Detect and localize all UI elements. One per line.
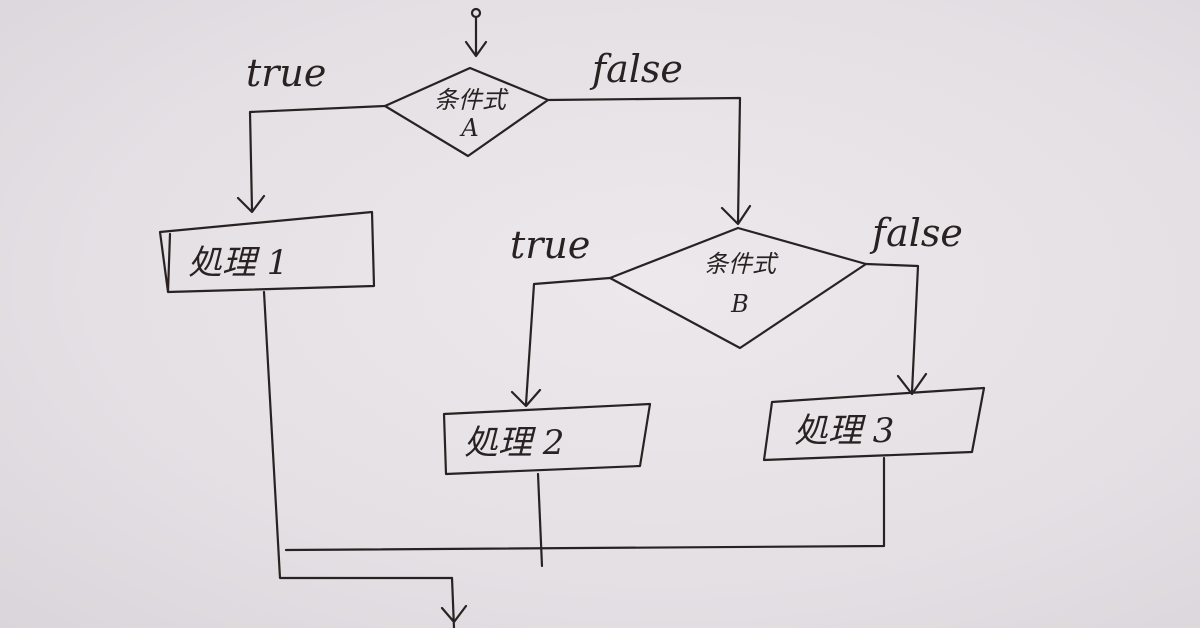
edge-a-true-label: true xyxy=(246,51,326,95)
decision-a-label-line1: 条件式 xyxy=(434,86,509,114)
decision-a-label-line2: A xyxy=(459,114,478,142)
edge-b-true xyxy=(510,276,612,408)
edge-b-true-label: true xyxy=(510,223,590,267)
start-arrow xyxy=(464,15,488,58)
edge-a-false xyxy=(546,96,752,226)
process-2-box xyxy=(442,402,652,476)
edge-a-false-label: false xyxy=(589,47,683,91)
process-2-label: 処理 2 xyxy=(464,423,564,463)
start-node xyxy=(470,7,482,19)
process-3-box xyxy=(762,386,986,462)
process-3-label: 処理 3 xyxy=(794,411,894,451)
edge-b-false xyxy=(864,262,928,396)
merge-line-1 xyxy=(262,290,454,580)
edge-a-true xyxy=(236,104,387,214)
edge-b-false-label: false xyxy=(869,211,963,255)
end-arrow xyxy=(440,576,468,628)
process-1-box xyxy=(158,210,376,294)
merge-line-2 xyxy=(536,472,544,568)
decision-b-label-line2: B xyxy=(730,290,749,318)
decision-b-diamond xyxy=(608,226,868,350)
merge-line-3 xyxy=(284,456,886,552)
process-1-label: 処理 1 xyxy=(188,243,288,283)
decision-b-label-line1: 条件式 xyxy=(704,250,779,278)
